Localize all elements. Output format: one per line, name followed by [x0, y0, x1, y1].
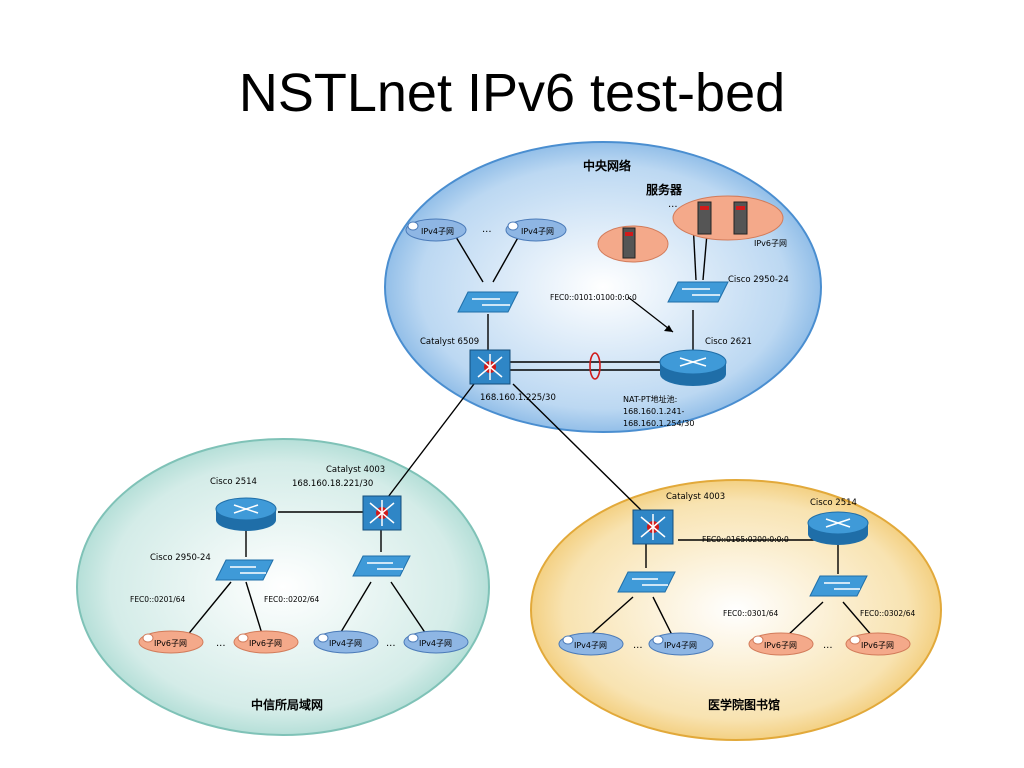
catalyst6509-addr: 168.160.1.225/30 [480, 393, 556, 403]
cloud-ipv4-central-1 [405, 218, 467, 242]
cloud-ipv6-left-1 [138, 630, 204, 654]
server-label: 服务器 [646, 182, 683, 197]
ellipsis-servers: ... [668, 199, 678, 210]
slide-title: NSTLnet IPv6 test-bed [238, 63, 786, 123]
switch-right-left-icon [617, 571, 676, 593]
fec0-0301-note: FEC0::0301/64 [723, 609, 779, 618]
catalyst4003-right-label: Catalyst 4003 [666, 492, 725, 502]
cisco2514-left-router-icon [215, 497, 277, 531]
fec0-0201-note: FEC0::0201/64 [130, 595, 186, 604]
cloud-ipv4-left-2-label: IPv4子网 [419, 639, 452, 648]
cloud-ipv4-left-1-label: IPv4子网 [329, 639, 362, 648]
ellipsis-left-v4: ... [386, 638, 396, 649]
catalyst6509-label: Catalyst 6509 [420, 337, 479, 347]
cisco2514-left-label: Cisco 2514 [210, 477, 257, 487]
cloud-ipv4-right-1 [558, 632, 624, 656]
cisco2950-central-icon [667, 281, 729, 303]
fec0-0302-note: FEC0::0302/64 [860, 609, 916, 618]
zone-central-label: 中央网络 [583, 158, 631, 173]
cisco2621-label: Cisco 2621 [705, 337, 752, 347]
cloud-ipv4-central-1-label: IPv4子网 [421, 227, 454, 236]
fec0-central-note: FEC0::0101:0100:0:0:0 [550, 293, 637, 302]
catalyst4003-left-icon [362, 495, 402, 531]
cloud-ipv6-right-2 [845, 632, 911, 656]
cloud-ipv4-central-2 [505, 218, 567, 242]
fec0-arrowhead [664, 325, 673, 332]
zone-left [76, 438, 490, 736]
cloud-ipv4-right-1-label: IPv4子网 [574, 641, 607, 650]
cloud-ipv4-left-2 [403, 630, 469, 654]
cloud-ipv4-right-2 [648, 632, 714, 656]
cloud-ipv4-left-1 [313, 630, 379, 654]
server-cloud-2 [672, 195, 784, 241]
cisco2621-router-icon [659, 349, 727, 386]
links [185, 221, 874, 638]
cloud-ipv6-servers-label: IPv6子网 [754, 239, 787, 248]
cloud-ipv6-left-2 [233, 630, 299, 654]
zone-central [384, 141, 822, 433]
switch-right-right-icon [809, 575, 868, 597]
ellipsis-left-v6: ... [216, 638, 226, 649]
cisco2514-right-label: Cisco 2514 [810, 498, 857, 508]
cloud-ipv6-left-2-label: IPv6子网 [249, 639, 282, 648]
cisco2950-left-label: Cisco 2950-24 [150, 553, 211, 563]
switch-left-catalyst-icon [352, 555, 411, 577]
cloud-ipv6-right-1-label: IPv6子网 [764, 641, 797, 650]
fec0-arrow [627, 296, 674, 333]
ellipsis-right-v6: ... [823, 640, 833, 651]
ellipsis-central-v4: ... [482, 224, 492, 235]
server-cloud-1 [597, 225, 669, 263]
cloud-ipv6-left-1-label: IPv6子网 [154, 639, 187, 648]
cloud-ipv6-right-1 [748, 632, 814, 656]
catalyst6509-icon [469, 349, 511, 385]
natpt-line-3: 168.160.1.254/30 [623, 419, 694, 428]
cloud-ipv4-central-2-label: IPv4子网 [521, 227, 554, 236]
zone-left-label: 中信所局域网 [251, 697, 323, 712]
cloud-ipv4-right-2-label: IPv4子网 [664, 641, 697, 650]
natpt-line-2: 168.160.1.241- [623, 407, 685, 416]
cisco2514-right-router-icon [807, 511, 869, 545]
network-diagram: 中央网络 服务器 中信所局域网 医学院图书馆 [68, 132, 958, 747]
ellipsis-right-v4: ... [633, 640, 643, 651]
natpt-line-1: NAT-PT地址池: [623, 394, 677, 404]
fec0-right-note: FEC0::0165:0200:0:0:0 [702, 535, 789, 544]
cisco2950-central-label: Cisco 2950-24 [728, 275, 789, 285]
fec0-0202-note: FEC0::0202/64 [264, 595, 320, 604]
catalyst4003-left-addr: 168.160.18.221/30 [292, 479, 373, 489]
catalyst4003-left-label: Catalyst 4003 [326, 465, 385, 475]
zone-right-label: 医学院图书馆 [708, 697, 780, 712]
switch-central-left-icon [457, 291, 519, 313]
cisco2950-left-icon [215, 559, 274, 581]
cloud-ipv6-right-2-label: IPv6子网 [861, 641, 894, 650]
catalyst4003-right-icon [632, 509, 674, 545]
etherchannel-marker [589, 352, 601, 380]
